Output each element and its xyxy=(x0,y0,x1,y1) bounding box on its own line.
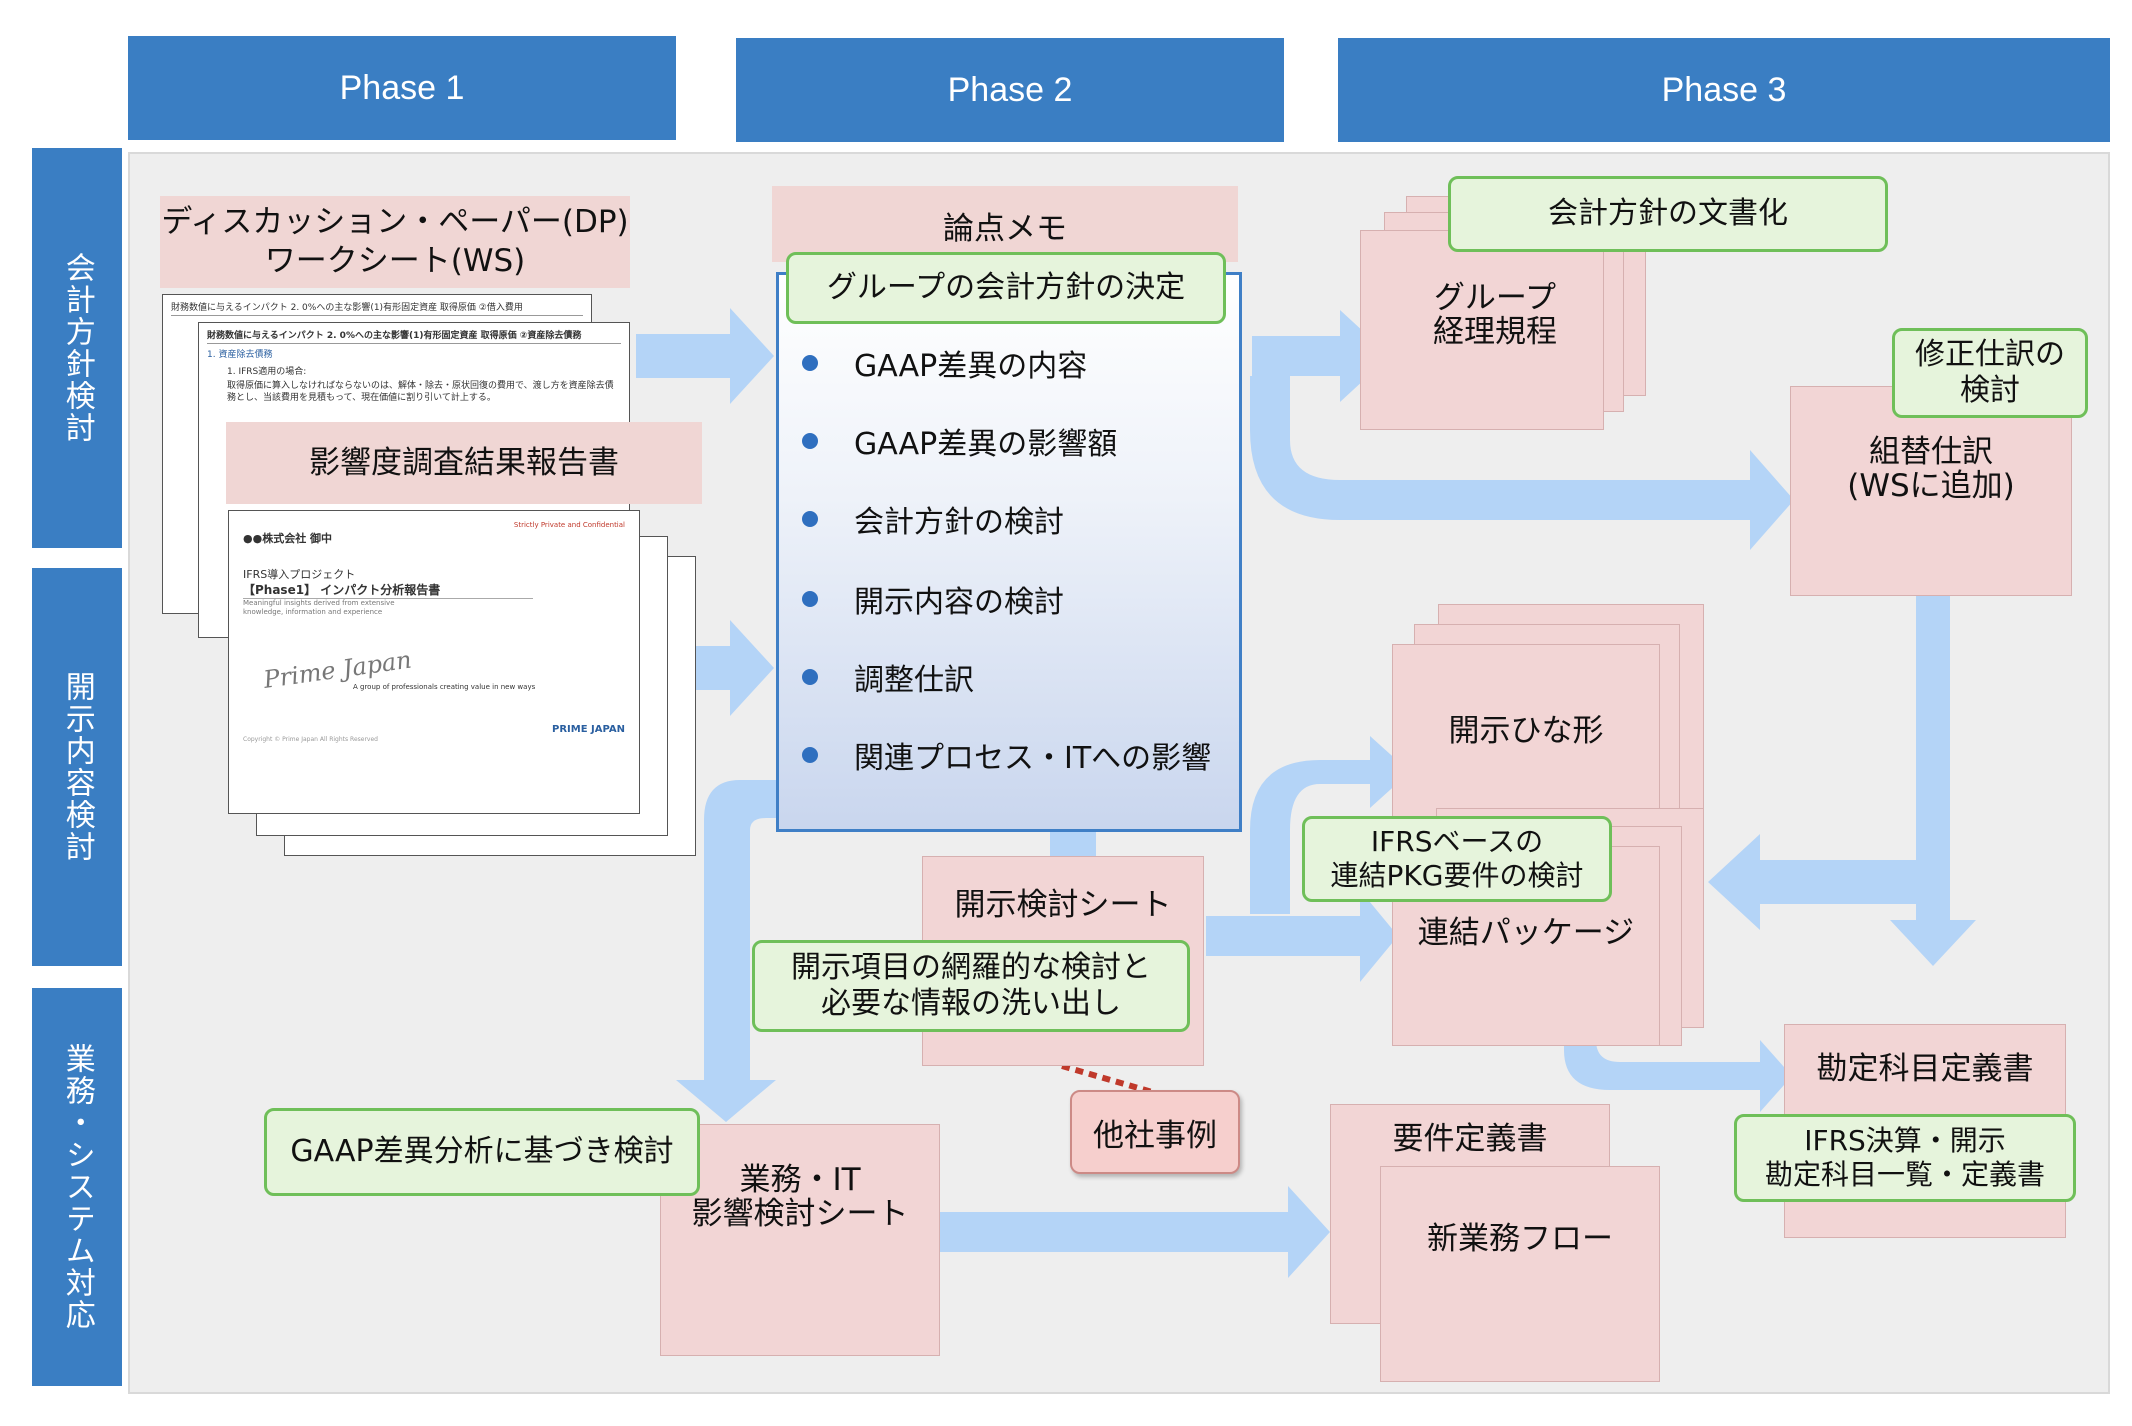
dp-ws-label: ディスカッション・ペーパー(DP) ワークシート(WS) xyxy=(160,196,630,288)
reclass-label: 組替仕訳 (WSに追加) xyxy=(1790,424,2072,514)
bullet-text: GAAP差異の影響額 xyxy=(854,427,1118,462)
bullet-text: 関連プロセス・ITへの影響 xyxy=(854,741,1212,776)
bullet-dot xyxy=(802,355,818,371)
ifrs-accounts-line2: 勘定科目一覧・定義書 xyxy=(1764,1158,2045,1191)
report-title: 【Phase1】 インパクト分析報告書 xyxy=(243,583,533,600)
new-flow-label: 新業務フロー xyxy=(1427,1221,1613,1258)
worksheet-sub: 1. IFRS適用の場合: xyxy=(227,367,307,378)
bullet-dot xyxy=(802,747,818,763)
arrow-report-to-memo xyxy=(636,620,774,716)
disclosure-note-line1: 開示項目の網羅的な検討と xyxy=(791,950,1151,985)
reclass-line2: (WSに追加) xyxy=(1847,468,2015,504)
report-project: IFRS導入プロジェクト xyxy=(243,568,356,582)
group-rules-line1: グループ xyxy=(1433,279,1557,316)
arrow-dp-to-memo xyxy=(636,308,774,404)
impact-sheet-line1: 業務・IT xyxy=(739,1161,861,1198)
bullet-dot xyxy=(802,669,818,685)
report-front: Strictly Private and Confidential ●●株式会社… xyxy=(228,510,640,814)
arrow-reclass-down xyxy=(1890,594,1976,966)
group-policy-note: グループの会計方針の決定 xyxy=(786,252,1226,324)
fix-entry-line2: 検討 xyxy=(1960,373,2020,408)
template-label: 開示ひな形 xyxy=(1448,713,1604,750)
bullet-dot xyxy=(802,591,818,607)
memo-bullet: 調整仕訳 xyxy=(802,652,974,702)
worksheet-front-title: 財務数値に与えるインパクト 2. 0%への主な影響(1)有形固定資産 取得原価 … xyxy=(207,331,621,344)
report-confidential: Strictly Private and Confidential xyxy=(513,521,625,529)
arrow-into-consolidation xyxy=(1708,834,1950,930)
arrow-disclosure-to-package xyxy=(1206,890,1398,982)
report-addressee: ●●株式会社 御中 xyxy=(243,532,333,546)
disclosure-sheet-label: 開示検討シート xyxy=(954,887,1172,924)
requirements-label: 要件定義書 xyxy=(1392,1121,1548,1158)
fix-entry-line1: 修正仕訳の xyxy=(1915,337,2065,372)
account-def-label: 勘定科目定義書 xyxy=(1816,1051,2034,1088)
memo-header: 論点メモ xyxy=(772,186,1238,262)
memo-bullet: GAAP差異の影響額 xyxy=(802,416,1117,466)
dotted-connector xyxy=(1061,1063,1153,1095)
bullet-text: 開示内容の検討 xyxy=(854,585,1064,620)
other-cases-box: 他社事例 xyxy=(1070,1090,1240,1174)
bullet-text: 会計方針の検討 xyxy=(854,505,1064,540)
group-rules-label: グループ 経理規程 xyxy=(1380,270,1610,360)
arrow-disclosure-to-template xyxy=(1206,736,1410,914)
impact-sheet-doc xyxy=(660,1124,940,1356)
issue-memo xyxy=(776,272,1242,832)
reclass-doc xyxy=(1790,386,2072,596)
phase-1-header: Phase 1 xyxy=(128,36,676,140)
ifrs-pkg-line2: 連結PKG要件の検討 xyxy=(1330,859,1584,892)
memo-bullet: GAAP差異の内容 xyxy=(802,338,1087,388)
report-brand: PRIME JAPAN xyxy=(552,723,625,735)
new-flow-doc xyxy=(1380,1166,1660,1382)
arrow-memo-to-impact-sheet xyxy=(676,780,840,1122)
group-rules-doc xyxy=(1360,230,1604,430)
impact-sheet-line2: 影響検討シート xyxy=(691,1196,909,1232)
report-logo-tagline: A group of professionals creating value … xyxy=(353,683,536,692)
worksheet-back-title: 財務数値に与えるインパクト 2. 0%への主な影響(1)有形固定資産 取得原価 … xyxy=(171,303,583,316)
disclosure-note-line2: 必要な情報の洗い出し xyxy=(821,986,1121,1021)
row-header-business-system: 業務・システム対応 xyxy=(32,988,122,1386)
arrow-rules-to-reclass xyxy=(1250,376,1794,550)
report-footer: Copyright © Prime Japan All Rights Reser… xyxy=(243,735,378,743)
bullet-text: 調整仕訳 xyxy=(854,663,974,698)
arrow-impact-to-requirements xyxy=(940,1186,1330,1278)
fix-entry-note: 修正仕訳の 検討 xyxy=(1892,328,2088,418)
gaap-based-note: GAAP差異分析に基づき検討 xyxy=(264,1108,700,1196)
policy-doc-note: 会計方針の文書化 xyxy=(1448,176,1888,252)
impact-sheet-label: 業務・IT 影響検討シート xyxy=(660,1152,940,1242)
package-label: 連結パッケージ xyxy=(1417,915,1635,952)
disclosure-note: 開示項目の網羅的な検討と 必要な情報の洗い出し xyxy=(752,940,1190,1032)
arrow-package-to-accounts xyxy=(1564,996,1792,1112)
reclass-line1: 組替仕訳 xyxy=(1869,433,1993,470)
bullet-dot xyxy=(802,433,818,449)
memo-bullet: 開示内容の検討 xyxy=(802,574,1064,624)
ifrs-accounts-note: IFRS決算・開示 勘定科目一覧・定義書 xyxy=(1734,1114,2076,1202)
phase-3-header: Phase 3 xyxy=(1338,38,2110,142)
dp-ws-line1: ディスカッション・ペーパー(DP) xyxy=(161,204,629,241)
memo-bullet: 会計方針の検討 xyxy=(802,494,1064,544)
row-header-disclosure: 開示内容検討 xyxy=(32,568,122,966)
memo-bullet: 関連プロセス・ITへの影響 xyxy=(802,730,1211,780)
ifrs-accounts-line1: IFRS決算・開示 xyxy=(1804,1124,2006,1158)
bullet-dot xyxy=(802,511,818,527)
row-header-accounting-policy: 会計方針検討 xyxy=(32,148,122,548)
memo-bullet-list: GAAP差異の内容 GAAP差異の影響額 会計方針の検討 開示内容の検討 調整仕… xyxy=(802,338,1222,778)
worksheet-item: 1. 資産除去債務 xyxy=(207,349,273,360)
group-rules-line2: 経理規程 xyxy=(1433,314,1557,350)
worksheet-body: 取得原価に算入しなければならないのは、解体・除去・原状回復の費用で、渡し方を資産… xyxy=(227,381,614,403)
ifrs-pkg-line1: IFRSベースの xyxy=(1370,825,1544,859)
report-tagline: Meaningful insights derived from extensi… xyxy=(243,599,395,617)
bullet-text: GAAP差異の内容 xyxy=(854,349,1088,384)
phase-2-header: Phase 2 xyxy=(736,38,1284,142)
dp-ws-line2: ワークシート(WS) xyxy=(264,243,526,279)
ifrs-pkg-note: IFRSベースの 連結PKG要件の検討 xyxy=(1302,816,1612,902)
impact-report-label: 影響度調査結果報告書 xyxy=(226,422,702,504)
arrow-memo-to-rules xyxy=(1252,310,1390,402)
